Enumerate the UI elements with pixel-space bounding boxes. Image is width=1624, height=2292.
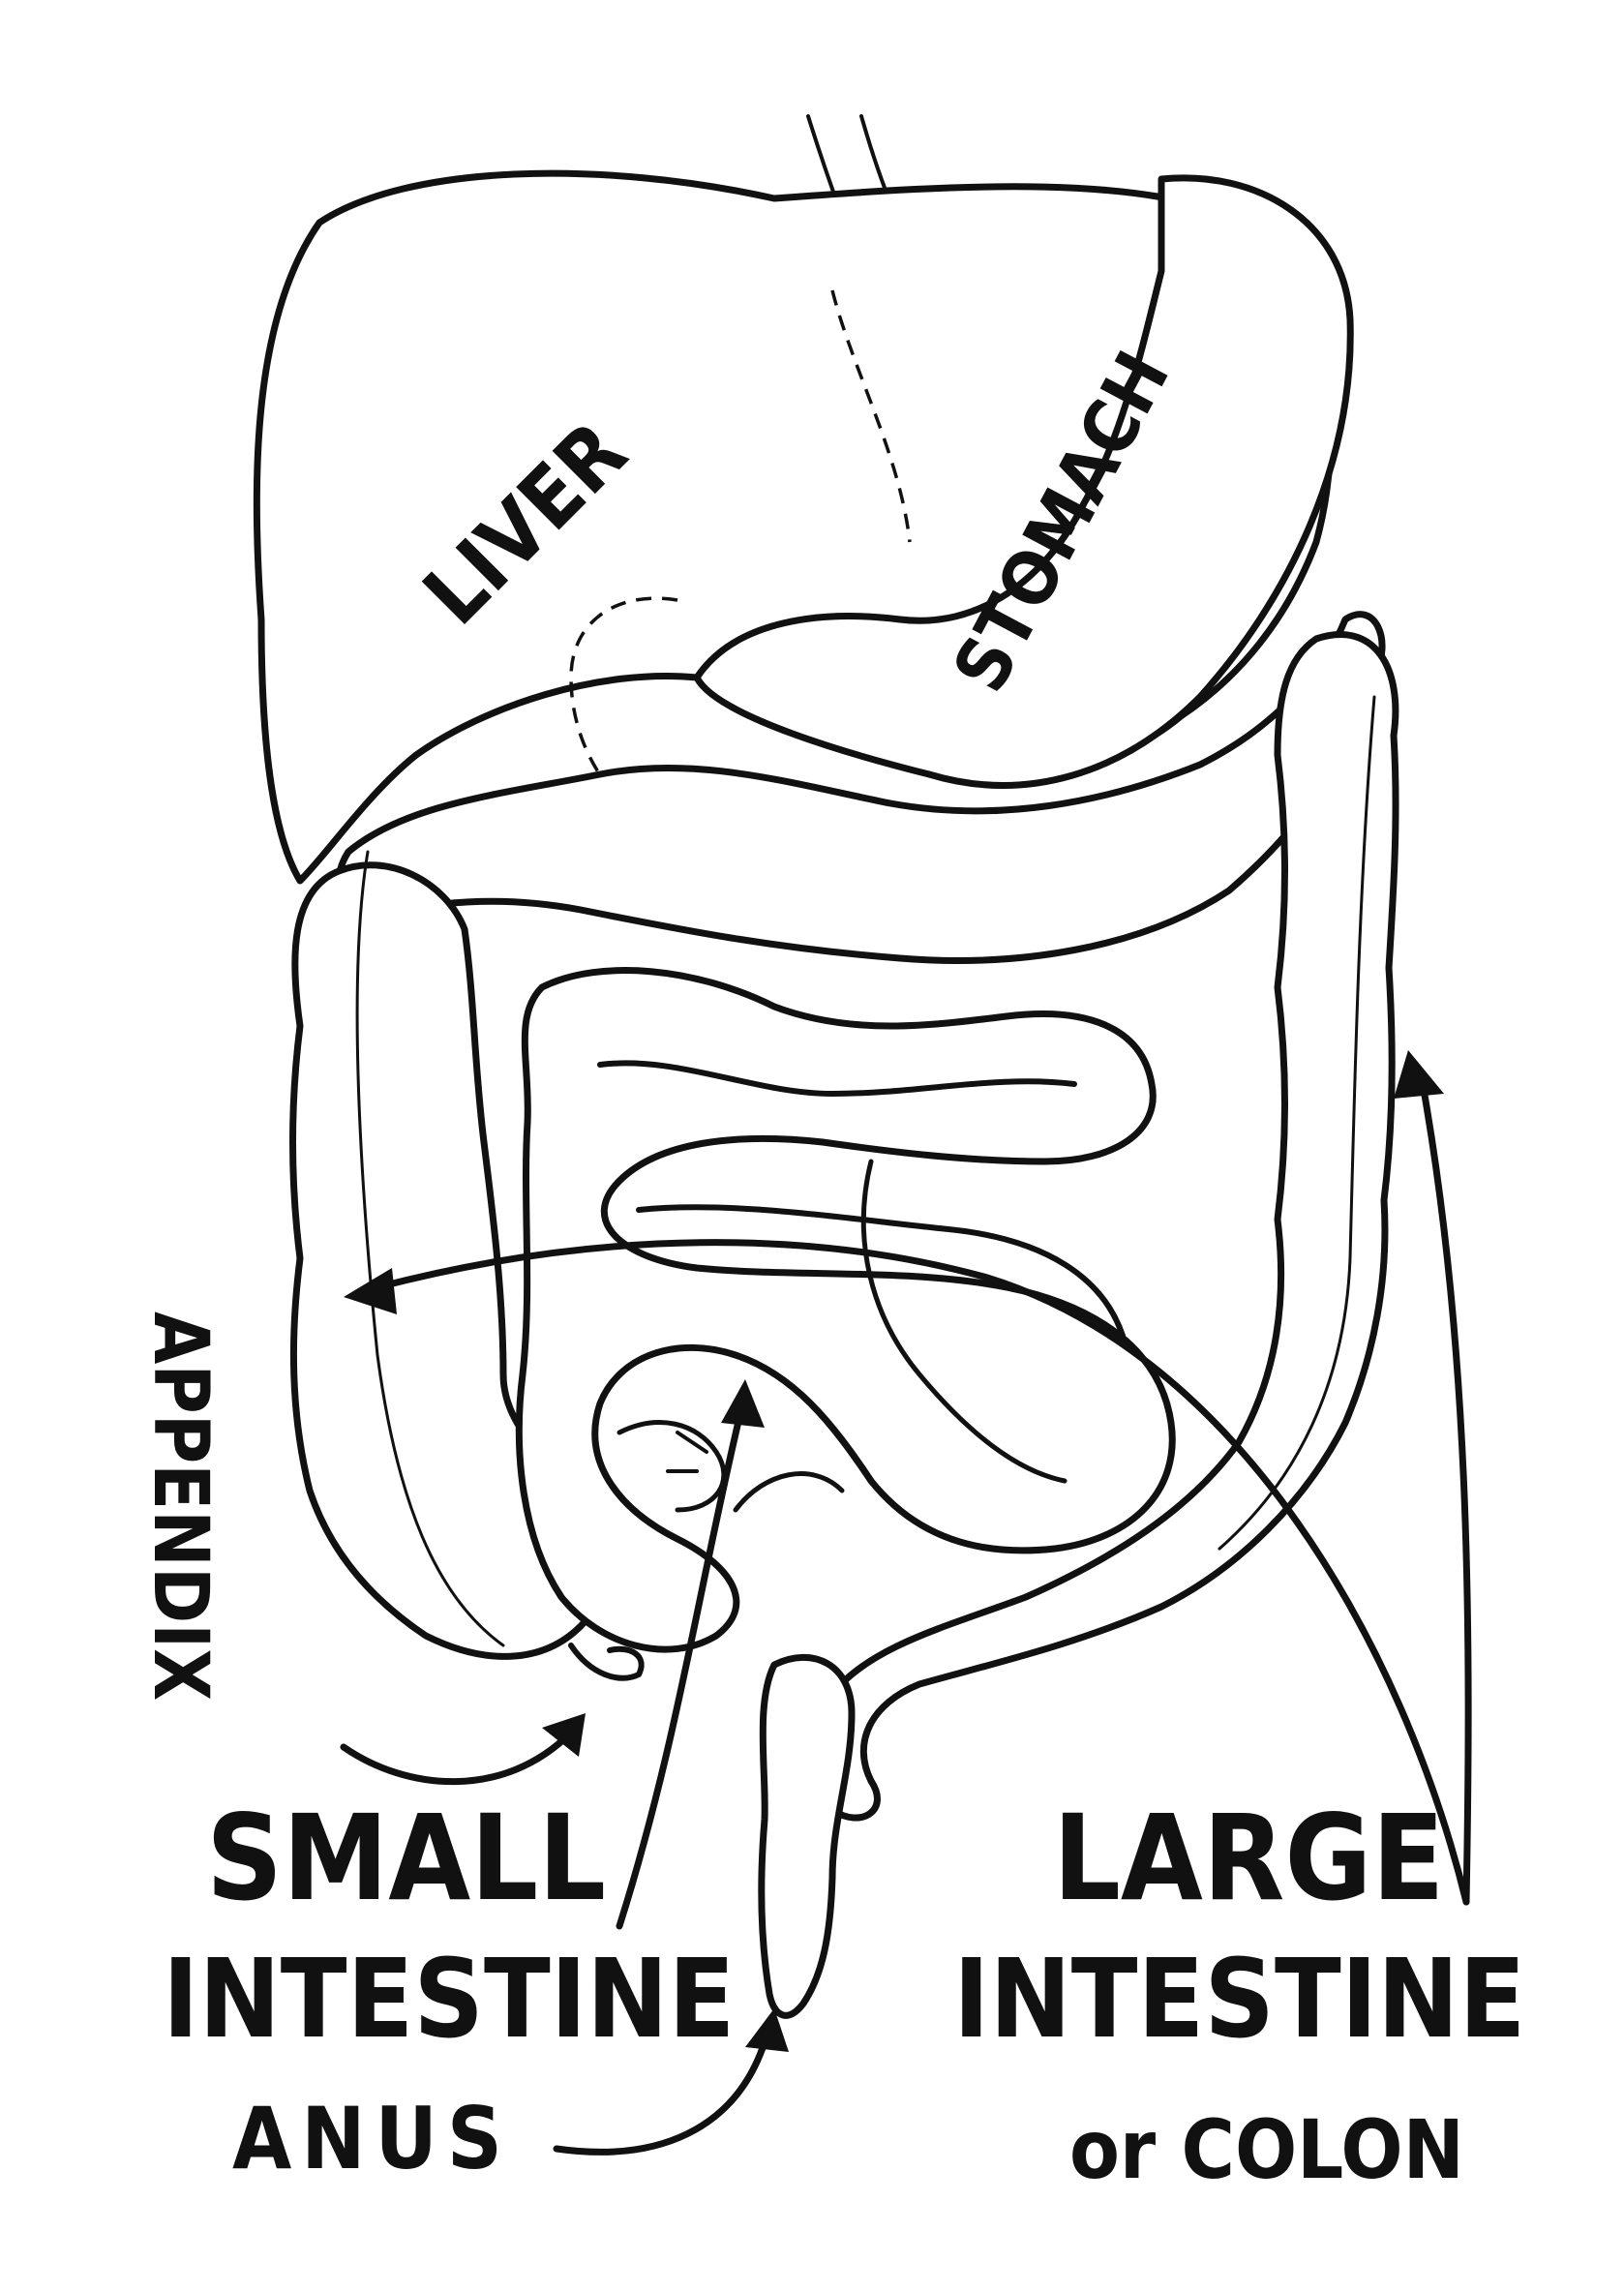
large-intestine-arrow-upper — [1394, 1050, 1472, 1906]
small-intestine-label-line1: SMALL — [206, 1790, 606, 1927]
small-intestine-label-line2: INTESTINE — [163, 1937, 735, 2063]
appendix — [568, 1643, 645, 1681]
descending-colon — [807, 631, 1399, 1822]
appendix-arrow — [340, 1713, 586, 1786]
appendix-label: APPENDIX — [136, 1312, 224, 1701]
large-intestine-label-line1: LARGE — [1053, 1790, 1444, 1927]
liver-inner-highlight — [325, 236, 1174, 716]
small-intestine — [515, 967, 1176, 1653]
anus-label: ANUS — [232, 2089, 512, 2188]
stomach-inner — [745, 223, 1307, 738]
small-intestine-arrow — [616, 1379, 765, 1930]
anus-arrow — [553, 2008, 789, 2156]
large-intestine-label-line3: or COLON — [1069, 2102, 1464, 2197]
large-intestine-arrow-lower — [344, 1239, 1470, 1906]
large-intestine-label-line2: INTESTINE — [953, 1937, 1525, 2063]
